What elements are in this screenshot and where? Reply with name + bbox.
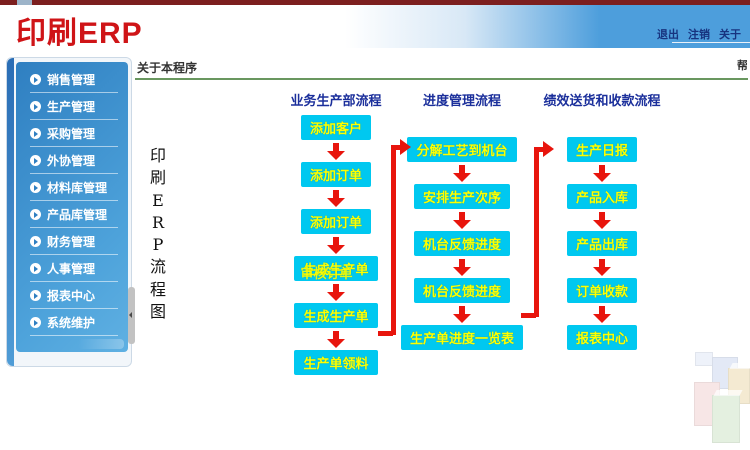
arrow-bullet-icon <box>30 155 41 166</box>
sidebar-item-production[interactable]: 生产管理 <box>30 98 128 125</box>
header-links: 退出 注销 关于 <box>657 26 741 42</box>
connector-col2-to-col3 <box>534 147 544 152</box>
arrow-bullet-icon <box>30 74 41 85</box>
flow-column-performance-delivery-collection: 绩效送货和收款流程 生产日报 产品入库 产品出库 订单收款 报表中心 <box>532 90 672 350</box>
down-arrow-icon <box>327 142 345 160</box>
sidebar-item-label: 财务管理 <box>47 235 96 249</box>
down-arrow-icon <box>327 283 345 301</box>
down-arrow-icon <box>593 211 611 229</box>
flow-box-daily-production-report[interactable]: 生产日报 <box>566 137 637 162</box>
down-arrow-icon <box>327 330 345 348</box>
connector-col1-to-col2 <box>391 145 401 150</box>
flow-box-machine-feedback-1[interactable]: 机台反馈进度 <box>413 231 510 256</box>
header-links-underline <box>672 42 750 43</box>
sidebar-item-system-maintenance[interactable]: 系统维护 <box>30 314 128 341</box>
sidebar-item-label: 报表中心 <box>47 289 96 303</box>
down-arrow-icon <box>593 305 611 323</box>
right-arrowhead-icon <box>543 141 554 157</box>
connector-col1-to-col2 <box>378 331 393 336</box>
down-arrow-icon <box>453 258 471 276</box>
app-logo: 印刷ERP <box>16 17 143 50</box>
connector-col2-to-col3 <box>534 147 539 317</box>
column-title: 业务生产部流程 <box>290 93 382 108</box>
right-arrowhead-icon <box>400 139 411 155</box>
sidebar-accent-strip <box>7 58 14 366</box>
flow-box-review-order-overlapped[interactable]: 生成生产单 审核订单 <box>294 256 378 281</box>
flow-box-report-center[interactable]: 报表中心 <box>566 325 637 350</box>
arrow-bullet-icon <box>30 263 41 274</box>
down-arrow-icon <box>327 189 345 207</box>
top-bar-tab <box>17 0 32 5</box>
sidebar: 销售管理 生产管理 采购管理 外协管理 材料库管理 产品库管理 <box>6 57 132 367</box>
logout-link[interactable]: 退出 <box>657 29 679 41</box>
arrow-bullet-icon <box>30 236 41 247</box>
sidebar-item-label: 生产管理 <box>47 100 96 114</box>
flow-box-machine-feedback-2[interactable]: 机台反馈进度 <box>413 278 510 303</box>
flow-box-arrange-production-sequence[interactable]: 安排生产次序 <box>413 184 510 209</box>
about-link[interactable]: 关于 <box>719 29 741 41</box>
sidebar-item-finance[interactable]: 财务管理 <box>30 233 128 260</box>
sidebar-item-reports[interactable]: 报表中心 <box>30 287 128 314</box>
clipped-right-text: 帮 <box>737 60 747 72</box>
top-maroon-bar <box>0 0 750 5</box>
content-divider-rule <box>135 78 748 80</box>
down-arrow-icon <box>453 164 471 182</box>
sidebar-item-outsourcing[interactable]: 外协管理 <box>30 152 128 179</box>
sidebar-item-hr[interactable]: 人事管理 <box>30 260 128 287</box>
sidebar-item-label: 人事管理 <box>47 262 96 276</box>
flow-box-split-process-to-machine[interactable]: 分解工艺到机台 <box>407 137 517 162</box>
sidebar-item-label: 系统维护 <box>47 316 96 330</box>
connector-col1-to-col2 <box>391 145 396 335</box>
flow-box-add-order-2[interactable]: 添加订单 <box>300 209 371 234</box>
flow-box-product-outbound[interactable]: 产品出库 <box>566 231 637 256</box>
flow-column-progress-management: 进度管理流程 分解工艺到机台 安排生产次序 机台反馈进度 机台反馈进度 生产单进… <box>397 90 527 350</box>
connector-col2-to-col3 <box>521 313 536 318</box>
sidebar-collapse-handle[interactable] <box>128 287 135 344</box>
arrow-bullet-icon <box>30 101 41 112</box>
down-arrow-icon <box>453 211 471 229</box>
flow-box-order-collection[interactable]: 订单收款 <box>566 278 637 303</box>
arrow-bullet-icon <box>30 182 41 193</box>
flow-box-generate-production-order[interactable]: 生成生产单 <box>294 303 378 328</box>
sidebar-panel: 销售管理 生产管理 采购管理 外协管理 材料库管理 产品库管理 <box>16 62 128 352</box>
arrow-bullet-icon <box>30 317 41 328</box>
sidebar-item-label: 材料库管理 <box>47 181 108 195</box>
arrow-bullet-icon <box>30 209 41 220</box>
arrow-bullet-icon <box>30 128 41 139</box>
sidebar-item-sales[interactable]: 销售管理 <box>30 71 128 98</box>
down-arrow-icon <box>453 305 471 323</box>
header-band <box>0 5 750 48</box>
column-title: 进度管理流程 <box>422 93 501 108</box>
sidebar-item-product-warehouse[interactable]: 产品库管理 <box>30 206 128 233</box>
flow-box-add-order-1[interactable]: 添加订单 <box>300 162 371 187</box>
watermark-cube <box>712 395 740 443</box>
down-arrow-icon <box>593 164 611 182</box>
flow-box-production-order-picking[interactable]: 生产单领料 <box>294 350 378 375</box>
watermark-cube <box>695 352 713 366</box>
arrow-bullet-icon <box>30 290 41 301</box>
tab-about-program[interactable]: 关于本程序 <box>137 61 198 75</box>
down-arrow-icon <box>593 258 611 276</box>
flow-box-product-inbound[interactable]: 产品入库 <box>566 184 637 209</box>
flow-box-add-customer[interactable]: 添加客户 <box>300 115 371 140</box>
flow-box-production-progress-overview[interactable]: 生产单进度一览表 <box>400 325 523 350</box>
sidebar-item-label: 销售管理 <box>47 73 96 87</box>
column-title: 绩效送货和收款流程 <box>543 93 661 108</box>
flow-box-main-text: 生成生产单 <box>303 262 369 277</box>
sidebar-watermark <box>78 339 124 349</box>
flow-column-business-production: 业务生产部流程 添加客户 添加订单 添加订单 生成生产单 审核订单 生成生产单 … <box>276 90 396 375</box>
sidebar-item-material-warehouse[interactable]: 材料库管理 <box>30 179 128 206</box>
sidebar-item-purchasing[interactable]: 采购管理 <box>30 125 128 152</box>
sidebar-item-label: 采购管理 <box>47 127 96 141</box>
signoff-link[interactable]: 注销 <box>688 29 710 41</box>
sidebar-item-label: 产品库管理 <box>47 208 108 222</box>
flow-box-overlay-text: 审核订单 <box>300 266 353 281</box>
vertical-caption: 印刷ERP流程图 <box>149 146 166 322</box>
down-arrow-icon <box>327 236 345 254</box>
sidebar-item-label: 外协管理 <box>47 154 96 168</box>
